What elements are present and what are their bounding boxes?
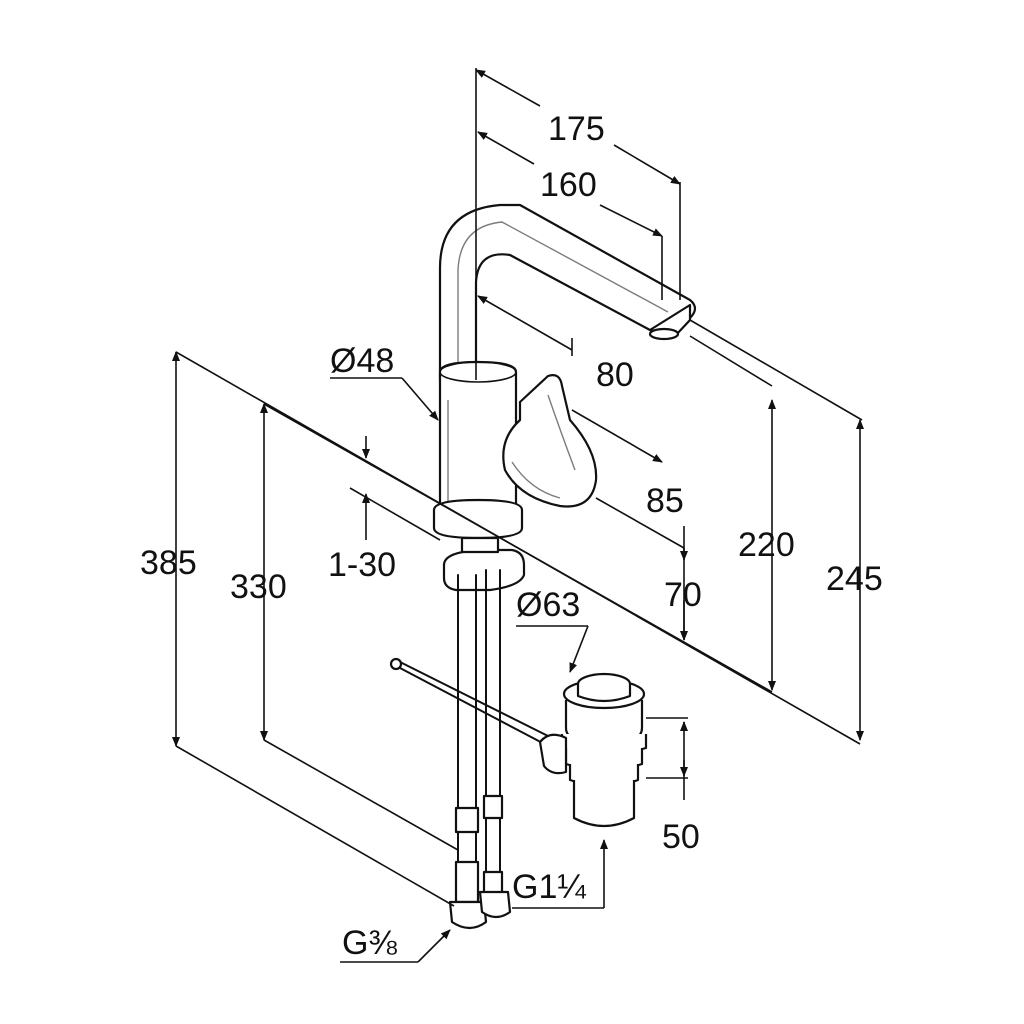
base-ring <box>432 498 524 540</box>
dimension-labels: 175 160 80 Ø48 85 70 220 245 385 330 1-3… <box>140 110 883 962</box>
dim-85: 85 <box>646 482 684 520</box>
dim-245: 245 <box>826 560 883 598</box>
popup-waste <box>538 672 648 828</box>
dim-1-30: 1-30 <box>328 546 396 584</box>
dim-385: 385 <box>140 544 197 582</box>
dim-diameter-63: Ø63 <box>516 586 580 624</box>
faucet-body <box>389 203 697 930</box>
dim-diameter-48: Ø48 <box>330 342 394 380</box>
hose-nut-left <box>448 900 488 930</box>
lever-handle <box>502 374 598 508</box>
dim-160: 160 <box>540 166 597 204</box>
dim-50: 50 <box>662 818 700 856</box>
dim-330: 330 <box>230 568 287 606</box>
dim-220: 220 <box>738 526 795 564</box>
dim-70: 70 <box>664 576 702 614</box>
waste-tail <box>572 780 636 828</box>
hose-nut-right <box>478 890 512 919</box>
thread-g1-1-4: G1¼ <box>512 868 586 906</box>
dim-175: 175 <box>548 110 605 148</box>
thread-g3-8: G⅜ <box>342 924 397 962</box>
dim-80: 80 <box>596 356 634 394</box>
spout-arm <box>438 203 697 382</box>
dimension-lines <box>172 68 864 963</box>
mounting-plate <box>442 548 526 592</box>
